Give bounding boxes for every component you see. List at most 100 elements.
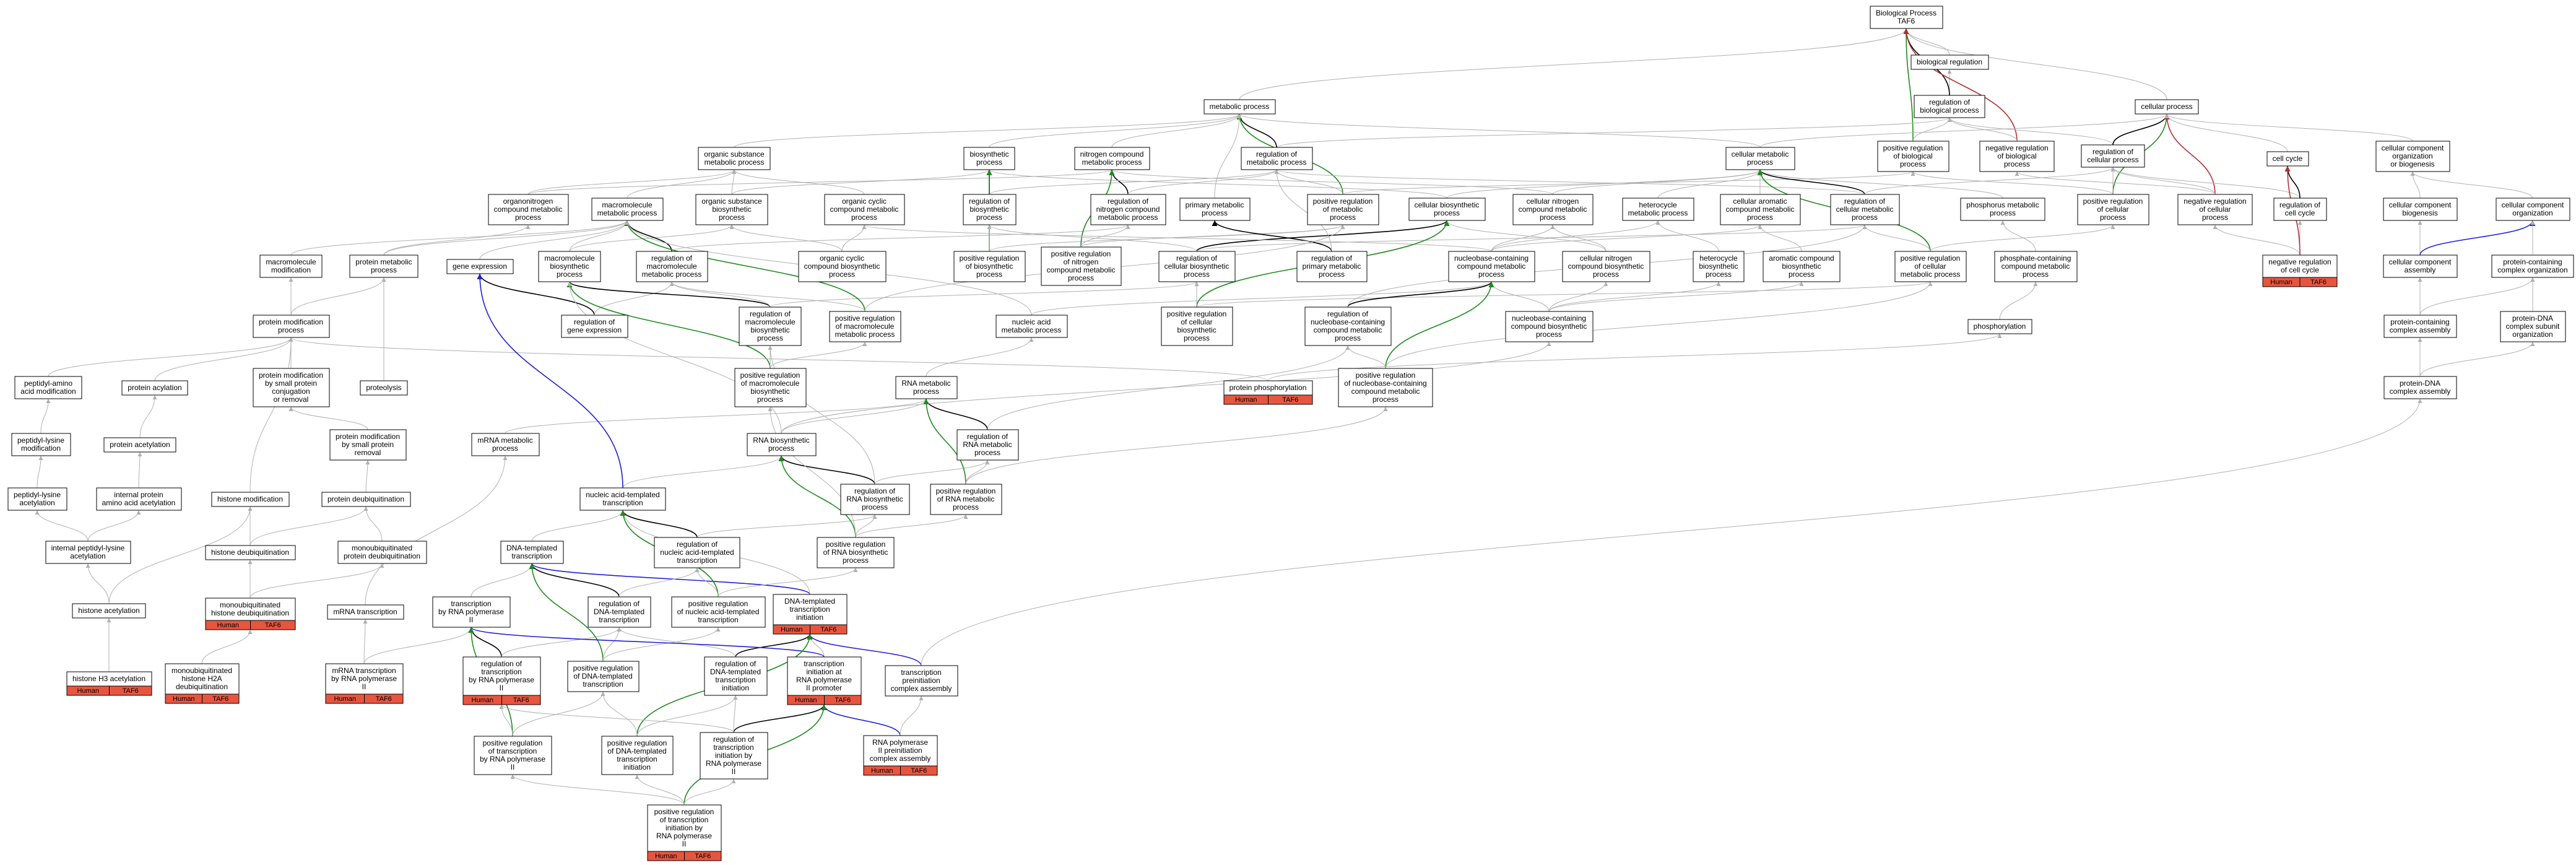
go-term-node[interactable]: regulation ofDNA-templatedtranscriptioni… [704, 656, 768, 696]
go-term-node[interactable]: DNA-templatedtranscriptioninitiationHuma… [773, 594, 848, 635]
go-term-node[interactable]: histone acetylation [72, 603, 146, 619]
go-term-node[interactable]: proteolysis [360, 380, 408, 396]
go-term-node[interactable]: cellular process [2135, 99, 2199, 115]
go-term-node[interactable]: histone deubiquitination [205, 545, 296, 560]
go-term-node[interactable]: metabolic process [1203, 99, 1276, 115]
go-term-node[interactable]: protein acetylation [103, 437, 176, 453]
go-term-node[interactable]: cell cycle [2266, 151, 2309, 167]
go-term-node[interactable]: phosphorylation [1967, 319, 2032, 334]
go-term-node[interactable]: protein acylation [121, 380, 188, 396]
go-term-node[interactable]: protein deubiquitination [321, 492, 411, 507]
go-term-node[interactable]: regulation ofmacromoleculebiosyntheticpr… [739, 306, 802, 346]
go-term-node[interactable]: gene expression [446, 259, 514, 274]
go-term-node[interactable]: mRNA transcription [327, 604, 404, 620]
go-term-node[interactable]: biological regulation [1910, 54, 1989, 70]
go-term-node[interactable]: regulation ofnucleobase-containingcompou… [1304, 306, 1392, 346]
go-term-node[interactable]: histone modification [211, 492, 290, 507]
